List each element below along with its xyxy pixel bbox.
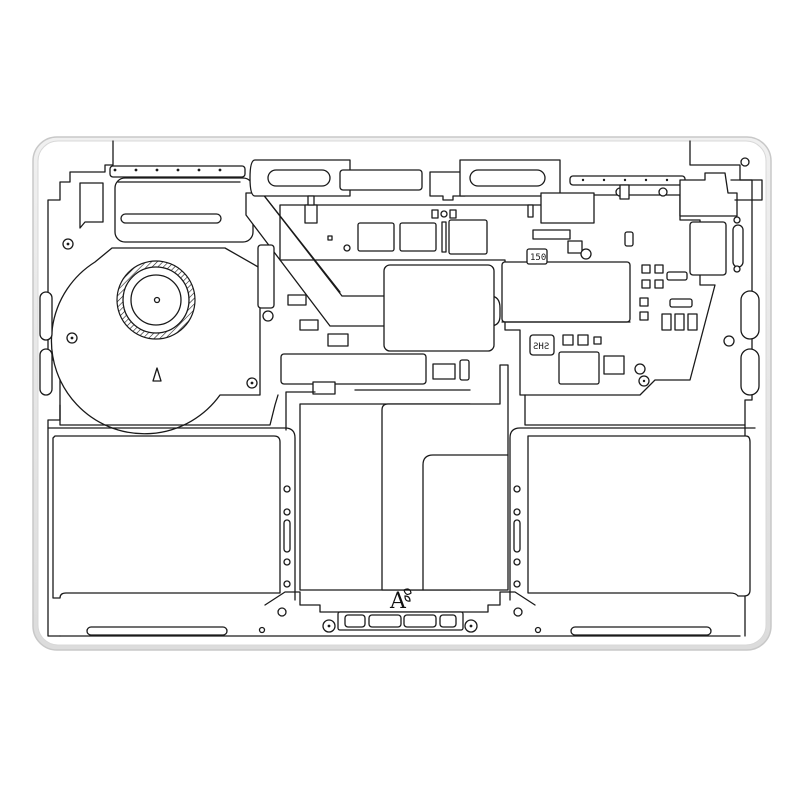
middle-divider <box>59 353 746 431</box>
left-heatsink-block <box>79 177 254 243</box>
cooling-fan <box>50 238 261 435</box>
chip-label-2h2: ƧHƧ <box>533 342 549 352</box>
right-side-slots <box>638 290 760 396</box>
battery-left <box>47 427 296 636</box>
leaf-icon <box>403 588 412 602</box>
right-connector <box>679 157 763 273</box>
battery-right <box>509 427 756 636</box>
left-side-slots <box>39 291 53 396</box>
logo: A <box>389 588 412 614</box>
top-connectors <box>249 159 561 201</box>
logic-board: 150 ƧHƧ <box>257 184 727 396</box>
chip-label-150: 150 <box>530 253 546 263</box>
trackpad-connector <box>258 591 542 634</box>
logo-glyph: A <box>389 589 407 614</box>
top-bracket <box>109 165 686 186</box>
battery-center <box>299 364 509 591</box>
